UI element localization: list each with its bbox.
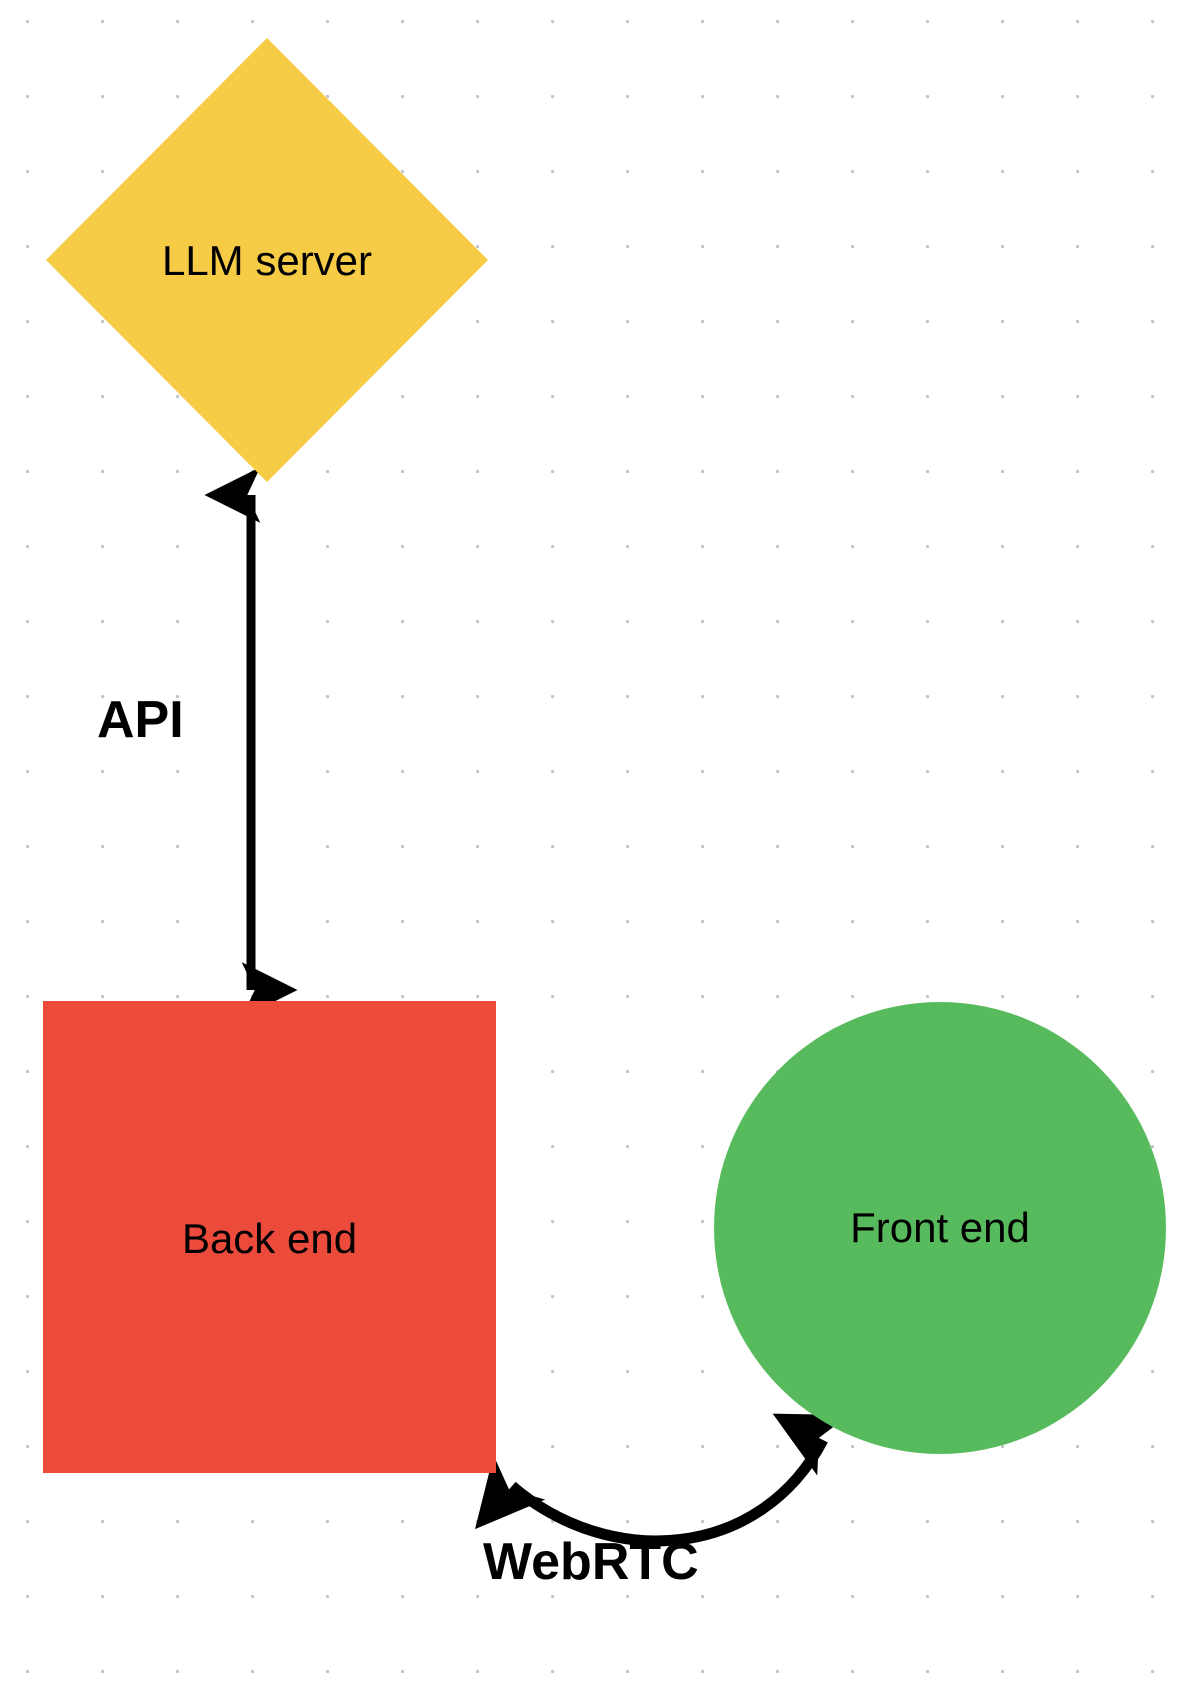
edge-webrtc-arrow xyxy=(475,1413,849,1547)
square-shape-icon xyxy=(43,1001,496,1473)
edge-label-api: API xyxy=(97,691,184,749)
edge-label-webrtc: WebRTC xyxy=(483,1533,699,1591)
node-label-front-end: Front end xyxy=(850,1203,1030,1251)
node-front-end[interactable]: Front end xyxy=(714,1002,1166,1454)
node-llm-server[interactable]: LLM server xyxy=(46,38,488,482)
node-label-llm-server: LLM server xyxy=(161,236,373,284)
node-label-back-end: Back end xyxy=(181,1214,358,1262)
node-back-end[interactable]: Back end xyxy=(43,1001,496,1473)
circle-shape-icon xyxy=(714,1002,1166,1454)
